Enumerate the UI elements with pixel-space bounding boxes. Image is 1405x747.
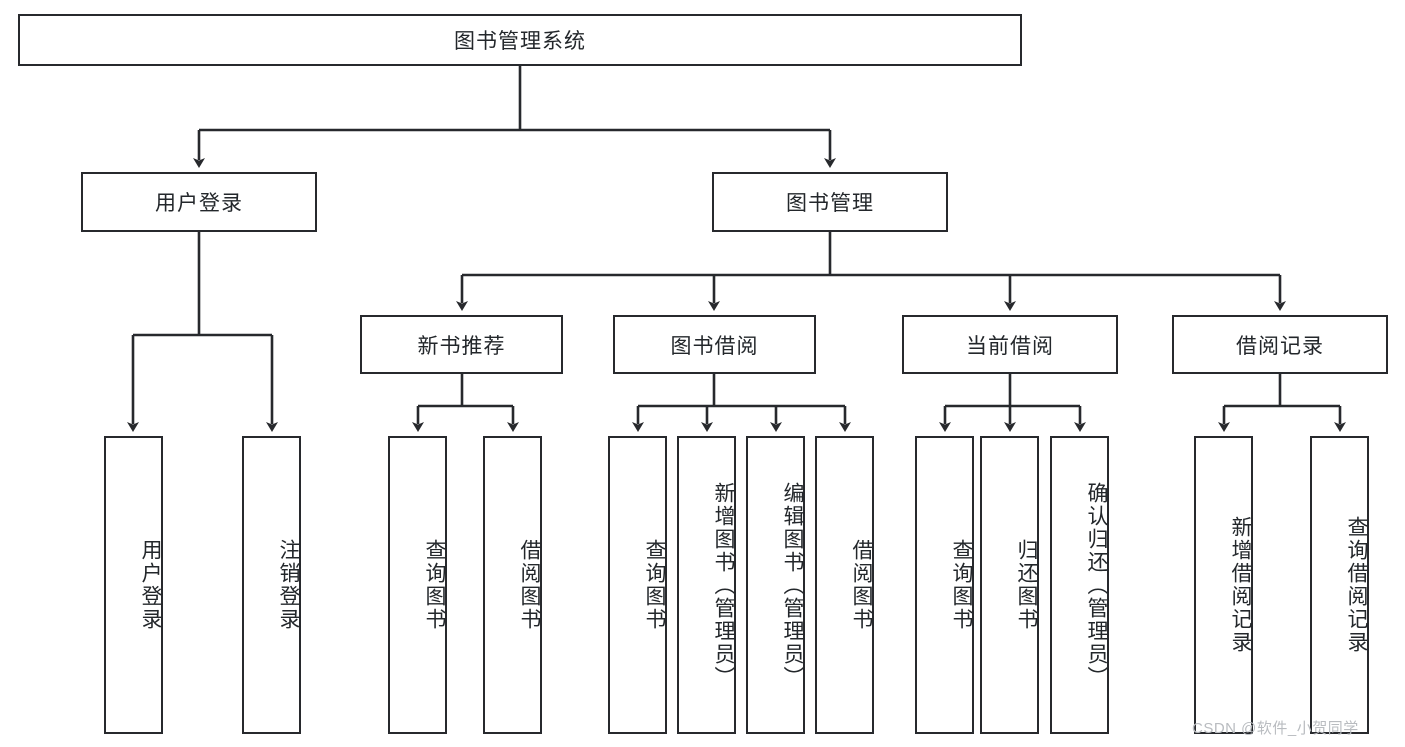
node-leaf-recommend-query-book[interactable]: 查询图书 xyxy=(388,436,447,734)
node-leaf-borrow-query-book[interactable]: 查询图书 xyxy=(608,436,667,734)
node-new-book-recommend[interactable]: 新书推荐 xyxy=(360,315,563,374)
node-leaf-current-query-book[interactable]: 查询图书 xyxy=(915,436,974,734)
node-book-management-label: 图书管理 xyxy=(786,192,874,215)
node-leaf-record-add[interactable]: 新增借阅记录 xyxy=(1194,436,1253,734)
node-leaf-borrow-edit-book-label: 编辑图书（管理员） xyxy=(781,481,804,689)
node-leaf-borrow-borrow-book-label: 借阅图书 xyxy=(850,539,873,631)
node-leaf-borrow-add-book[interactable]: 新增图书（管理员） xyxy=(677,436,736,734)
node-leaf-user-login-label: 用户登录 xyxy=(139,539,162,631)
node-book-management[interactable]: 图书管理 xyxy=(712,172,948,232)
node-leaf-record-query[interactable]: 查询借阅记录 xyxy=(1310,436,1369,734)
node-borrow-record[interactable]: 借阅记录 xyxy=(1172,315,1388,374)
node-leaf-current-return-book[interactable]: 归还图书 xyxy=(980,436,1039,734)
node-root-label: 图书管理系统 xyxy=(454,30,586,53)
node-leaf-current-confirm-return-label: 确认归还（管理员） xyxy=(1085,481,1108,689)
node-leaf-current-return-book-label: 归还图书 xyxy=(1015,539,1038,631)
node-current-borrow-label: 当前借阅 xyxy=(966,334,1054,358)
node-leaf-recommend-borrow-book[interactable]: 借阅图书 xyxy=(483,436,542,734)
node-root[interactable]: 图书管理系统 xyxy=(18,14,1022,66)
node-leaf-current-query-book-label: 查询图书 xyxy=(950,539,973,631)
node-leaf-user-login[interactable]: 用户登录 xyxy=(104,436,163,734)
node-book-borrow[interactable]: 图书借阅 xyxy=(613,315,816,374)
node-new-book-recommend-label: 新书推荐 xyxy=(417,334,506,358)
node-user-login[interactable]: 用户登录 xyxy=(81,172,317,232)
node-leaf-current-confirm-return[interactable]: 确认归还（管理员） xyxy=(1050,436,1109,734)
node-borrow-record-label: 借阅记录 xyxy=(1236,334,1324,358)
node-leaf-recommend-borrow-book-label: 借阅图书 xyxy=(518,539,541,631)
node-book-borrow-label: 图书借阅 xyxy=(670,334,759,358)
node-leaf-logout[interactable]: 注销登录 xyxy=(242,436,301,734)
node-leaf-borrow-add-book-label: 新增图书（管理员） xyxy=(712,481,735,689)
node-current-borrow[interactable]: 当前借阅 xyxy=(902,315,1118,374)
node-leaf-borrow-query-book-label: 查询图书 xyxy=(643,539,666,631)
node-leaf-record-add-label: 新增借阅记录 xyxy=(1229,516,1252,654)
node-leaf-logout-label: 注销登录 xyxy=(277,539,300,631)
node-leaf-recommend-query-book-label: 查询图书 xyxy=(423,539,446,631)
node-leaf-borrow-edit-book[interactable]: 编辑图书（管理员） xyxy=(746,436,805,734)
node-user-login-label: 用户登录 xyxy=(155,192,243,215)
node-leaf-record-query-label: 查询借阅记录 xyxy=(1345,516,1368,654)
node-leaf-borrow-borrow-book[interactable]: 借阅图书 xyxy=(815,436,874,734)
watermark-text: CSDN @软件_小贺同学 xyxy=(1192,720,1359,737)
